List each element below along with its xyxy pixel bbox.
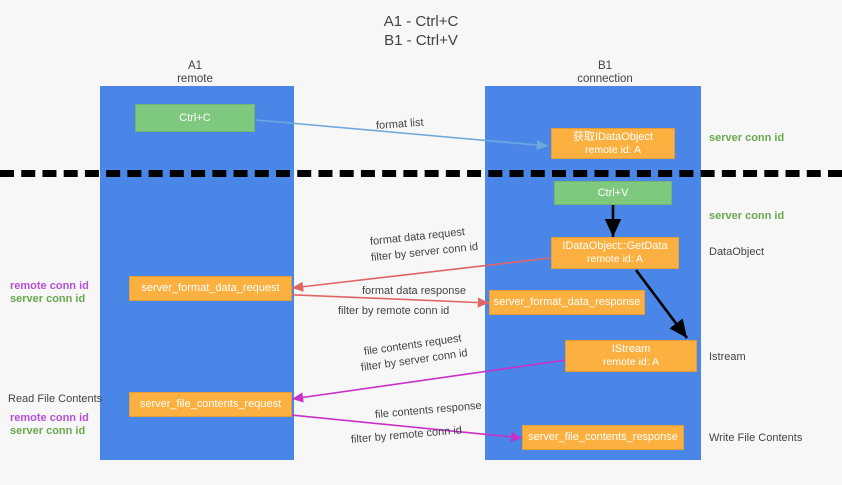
title-line-2: B1 - Ctrl+V bbox=[384, 32, 458, 49]
lane-a1-role: remote bbox=[177, 73, 213, 85]
note-server-conn-id-top: server conn id bbox=[709, 132, 785, 144]
lane-header-b1: B1 connection bbox=[520, 60, 690, 86]
note-istream: Istream bbox=[709, 351, 746, 363]
lane-b1-name: B1 bbox=[597, 60, 613, 72]
label-file-contents-request-prefix: filter by bbox=[360, 356, 400, 374]
lane-header-a1: A1 remote bbox=[120, 60, 270, 86]
label-format-data-response-line1: format data response bbox=[362, 285, 466, 297]
box-get-idataobject-label: 获取IDataObject bbox=[572, 130, 654, 143]
phase-separator bbox=[0, 170, 842, 177]
note-read-file-contents: Read File Contents bbox=[8, 393, 103, 405]
box-get-idataobject-sub: remote id: A bbox=[584, 143, 642, 156]
note-write-file-contents: Write File Contents bbox=[709, 432, 803, 444]
label-format-data-request-prefix: filter by bbox=[370, 248, 410, 264]
box-server-file-contents-response[interactable]: server_file_contents_response bbox=[522, 425, 684, 450]
label-format-data-response-line2: filter by remote conn id bbox=[338, 304, 449, 318]
box-server-format-data-request[interactable]: server_format_data_request bbox=[129, 276, 292, 301]
box-ctrl-v[interactable]: Ctrl+V bbox=[554, 181, 672, 205]
lane-b1-role: connection bbox=[577, 73, 633, 85]
label-file-contents-response-prefix: filter by bbox=[350, 430, 390, 446]
label-file-contents-response-line2: filter by remote conn id bbox=[350, 423, 462, 447]
title-line-1: A1 - Ctrl+C bbox=[383, 13, 459, 30]
box-istream-label: IStream bbox=[611, 343, 651, 355]
box-ctrl-c-label: Ctrl+C bbox=[179, 111, 211, 124]
label-file-contents-response-line1: file contents response bbox=[374, 399, 483, 421]
note-remote-conn-id-1: remote conn id bbox=[10, 280, 89, 292]
box-server-file-contents-request[interactable]: server_file_contents_request bbox=[129, 392, 292, 417]
box-server-format-data-request-label: server_format_data_request bbox=[141, 282, 280, 294]
note-remote-conn-id-2: remote conn id bbox=[10, 412, 89, 424]
box-server-format-data-response-label: server_format_data_response bbox=[493, 296, 641, 308]
note-server-conn-id-mid: server conn id bbox=[709, 210, 785, 222]
box-server-file-contents-request-label: server_file_contents_request bbox=[139, 398, 282, 410]
box-server-file-contents-response-label: server_file_contents_response bbox=[528, 431, 678, 443]
box-getdata-label: IDataObject::GetData bbox=[562, 240, 668, 252]
box-istream-sub: remote id: A bbox=[602, 356, 660, 368]
box-getdata-sub: remote id: A bbox=[586, 253, 644, 265]
note-server-conn-id-2: server conn id bbox=[10, 425, 86, 437]
label-format-list: format list bbox=[375, 116, 424, 132]
note-server-conn-id-1: server conn id bbox=[10, 293, 86, 305]
label-file-contents-response-key: remote conn id bbox=[388, 424, 463, 443]
label-format-data-response-key: remote conn id bbox=[376, 305, 450, 317]
label-format-data-response-prefix: filter by bbox=[338, 305, 377, 317]
note-dataobject: DataObject bbox=[709, 246, 765, 258]
box-ctrl-v-label: Ctrl+V bbox=[597, 186, 629, 199]
box-server-format-data-response[interactable]: server_format_data_response bbox=[489, 290, 645, 315]
box-ctrl-c[interactable]: Ctrl+C bbox=[135, 104, 255, 132]
box-istream[interactable]: IStream remote id: A bbox=[565, 340, 697, 372]
box-getdata[interactable]: IDataObject::GetData remote id: A bbox=[551, 237, 679, 269]
box-get-idataobject[interactable]: 获取IDataObject remote id: A bbox=[551, 128, 675, 159]
lane-a1-name: A1 bbox=[187, 60, 203, 72]
diagram-title: A1 - Ctrl+C B1 - Ctrl+V bbox=[0, 12, 842, 50]
